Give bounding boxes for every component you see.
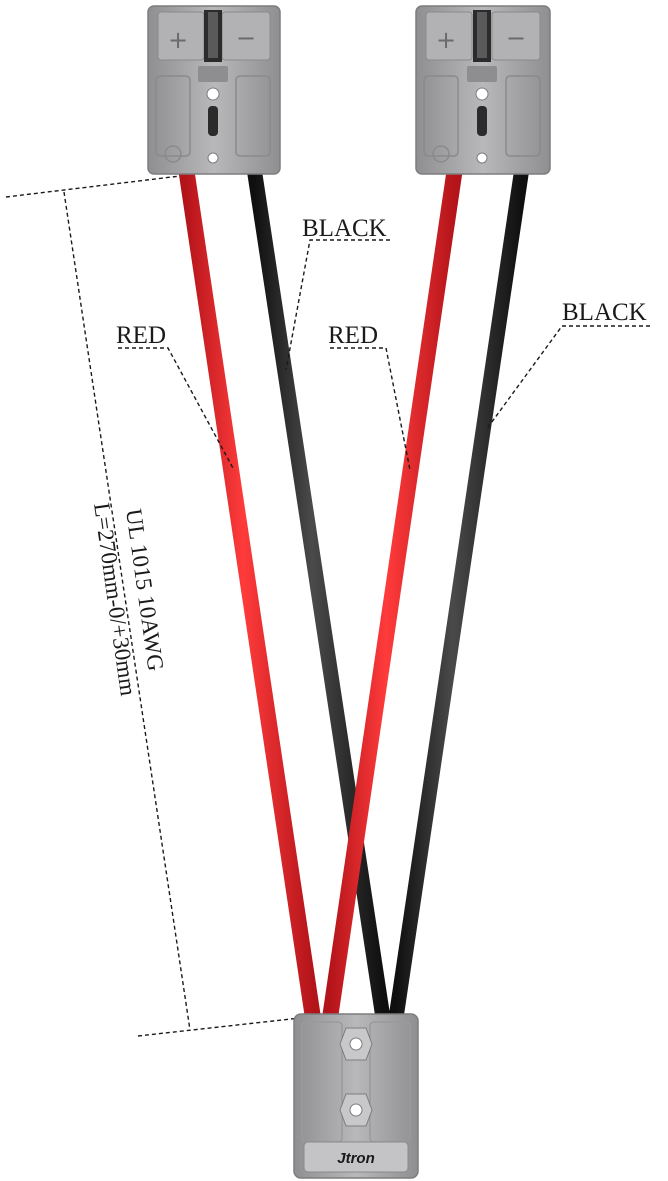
label-left-black: BLACK	[302, 215, 387, 242]
wire-left-black	[246, 166, 391, 1020]
dimension-bottom-extension-line	[137, 1015, 319, 1037]
leader-lines	[118, 239, 650, 471]
leader-right-black	[485, 325, 650, 431]
wire-right-black	[388, 166, 530, 1020]
leader-left-red	[118, 347, 235, 471]
label-left-red: RED	[116, 322, 166, 349]
plus-sign-top-left: +	[168, 26, 188, 54]
brand-logo-text: Jtron	[337, 1150, 375, 1167]
minus-sign-top-right: −	[506, 24, 526, 52]
dimension-top-extension-line	[5, 175, 181, 198]
dimension-vertical-line	[63, 191, 191, 1031]
plus-sign-top-right: +	[436, 26, 456, 54]
leader-left-black	[285, 239, 390, 371]
label-right-black: BLACK	[562, 299, 647, 326]
wires	[178, 166, 530, 1020]
wire-left-red	[178, 166, 321, 1020]
connector-top-right: + −	[415, 5, 551, 175]
leader-right-red	[330, 347, 411, 471]
label-right-red: RED	[328, 322, 378, 349]
wire-right-red	[322, 166, 463, 1020]
minus-sign-top-left: −	[236, 24, 256, 52]
dimension-lines	[5, 175, 319, 1037]
connector-bottom: Jtron	[293, 1013, 419, 1179]
connector-top-left: + −	[147, 5, 281, 175]
